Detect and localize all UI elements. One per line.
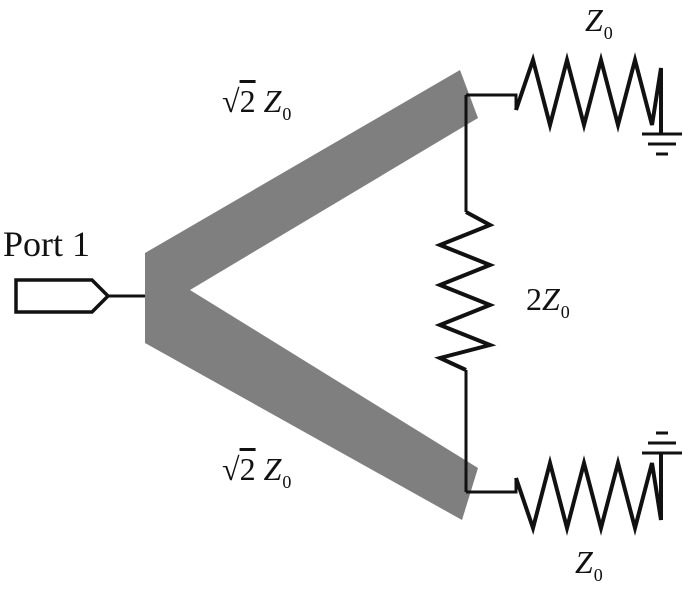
bottom-load-resistor xyxy=(514,453,663,536)
upper-transmission-line xyxy=(145,70,478,290)
bottom-load-label: Z0 xyxy=(575,544,603,584)
upper-arm-subscript: 0 xyxy=(282,104,292,124)
lower-arm-subscript: 0 xyxy=(282,472,292,492)
upper-arm-radical: √ xyxy=(222,83,240,119)
isolation-coefficient: 2 xyxy=(526,281,542,317)
top-ground-icon xyxy=(642,132,682,156)
lower-arm-impedance-label: √2 Z0 xyxy=(222,451,291,491)
top-load-subscript: 0 xyxy=(603,23,613,43)
upper-arm-symbol: Z xyxy=(263,83,282,119)
upper-arm-impedance-label: √2 Z0 xyxy=(222,83,291,123)
isolation-resistor-label: 2Z0 xyxy=(526,281,570,321)
top-load-resistor xyxy=(514,52,663,134)
lower-arm-radical: √ xyxy=(222,451,240,487)
port-1-label: Port 1 xyxy=(3,224,91,264)
bottom-load-subscript: 0 xyxy=(593,565,603,585)
lower-transmission-line xyxy=(145,290,478,520)
port-1-connector xyxy=(14,278,111,314)
top-load-label: Z0 xyxy=(585,2,613,42)
lower-arm-radicand: 2 xyxy=(239,451,256,487)
isolation-subscript: 0 xyxy=(560,302,570,322)
isolation-resistor xyxy=(434,210,497,372)
upper-arm-radicand: 2 xyxy=(239,83,256,119)
isolation-symbol: Z xyxy=(542,281,560,317)
top-load-symbol: Z xyxy=(585,2,603,38)
bottom-ground-icon xyxy=(642,431,682,455)
bottom-load-symbol: Z xyxy=(575,544,593,580)
lower-arm-symbol: Z xyxy=(263,451,282,487)
